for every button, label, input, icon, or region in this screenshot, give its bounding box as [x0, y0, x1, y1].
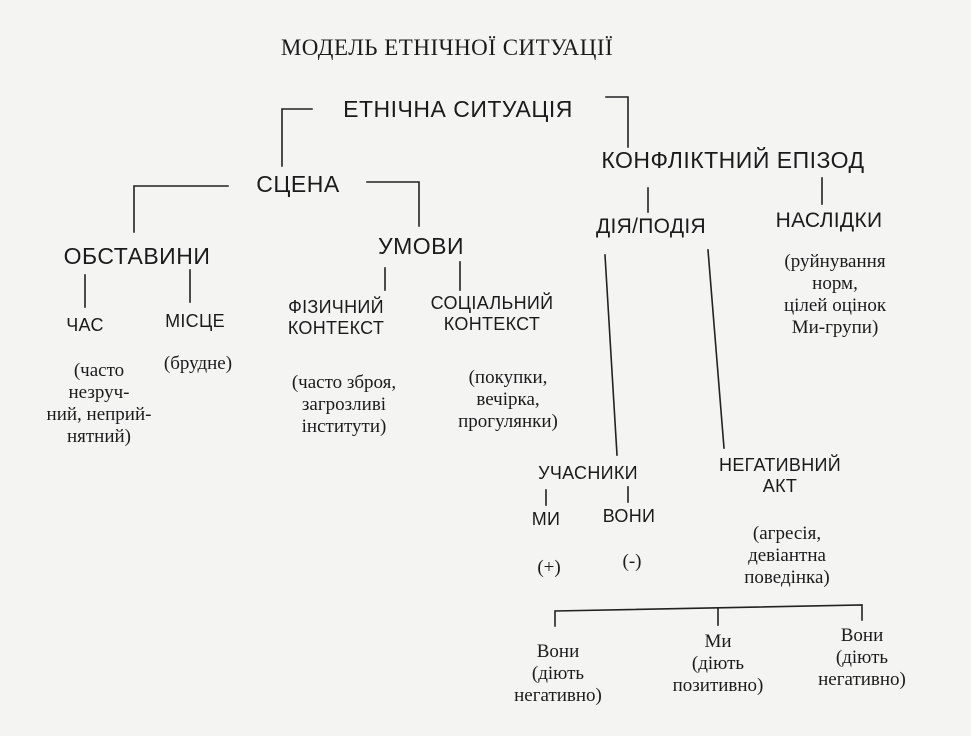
they-node: ВОНИ [602, 506, 656, 526]
connector-scene-to-circumstances [133, 185, 229, 233]
time-note-line-1: (часто [73, 360, 125, 381]
physical-context-line-2: КОНТЕКСТ [287, 317, 385, 338]
action-node: ДІЯ/ПОДІЯ [596, 215, 706, 238]
scene-node: СЦЕНА [256, 171, 340, 197]
conflict-episode-node: КОНФЛІКТНИЙ ЕПІЗОД [601, 147, 865, 173]
outcome-left-line-2: (діють [531, 662, 585, 684]
time-note-line-3: ний, неприй- [46, 403, 152, 425]
social-context-node: СОЦІАЛЬНИЙ КОНТЕКСТ [431, 293, 554, 334]
social-context-line-2: КОНТЕКСТ [443, 313, 541, 334]
social-note-line-2: вечірка, [476, 388, 540, 410]
connector-root-to-episode [605, 96, 629, 148]
place-node: МІСЦЕ [165, 311, 225, 331]
negative-act-node: НЕГАТИВНИЙ АКТ [719, 455, 841, 496]
we-sign: (+) [537, 557, 561, 578]
social-note-line-1: (покупки, [468, 367, 548, 388]
time-note-line-4: нятний) [66, 425, 132, 447]
negative-act-note-line-2: девіантна [748, 544, 826, 566]
physical-note-line-2: загрозливі [301, 393, 387, 415]
connector-outcomes-bar [554, 604, 863, 627]
social-context-note: (покупки, вечірка, прогулянки) [458, 367, 558, 433]
circumstances-node: ОБСТАВИНИ [63, 243, 211, 269]
outcome-right-line-2: (діють [835, 646, 889, 668]
conditions-node: УМОВИ [377, 233, 465, 259]
time-node: ЧАС [66, 315, 104, 335]
negative-act-note-line-3: поведінка) [744, 566, 830, 588]
connector-to-participants [604, 254, 618, 456]
outcome-left-line-3: негативно) [514, 684, 602, 706]
consequences-note-line-1: (руйнування [784, 251, 886, 272]
we-node: МИ [531, 509, 561, 529]
time-note-line-2: незруч- [68, 381, 130, 403]
place-note-line-1: (брудне) [163, 353, 233, 374]
outcome-they-negative-left: Вони (діють негативно) [514, 641, 602, 707]
they-sign: (-) [622, 551, 642, 572]
connector-to-negative-act [707, 249, 725, 449]
negative-act-note-line-1: (агресія, [752, 523, 822, 544]
outcome-right-line-1: Вони [840, 625, 884, 646]
place-note: (брудне) [164, 353, 232, 375]
physical-context-line-1: ФІЗИЧНИЙ [288, 297, 384, 317]
connector-root-to-scene [281, 108, 313, 167]
physical-context-node: ФІЗИЧНИЙ КОНТЕКСТ [288, 297, 384, 338]
outcome-middle-line-2: (діють [691, 652, 745, 674]
connector-scene-to-conditions [366, 181, 420, 227]
outcome-they-negative-right: Вони (діють негативно) [818, 625, 906, 691]
participants-node: УЧАСНИКИ [538, 463, 638, 483]
diagram-title: МОДЕЛЬ ЕТНІЧНОЇ СИТУАЦІЇ [280, 35, 614, 60]
consequences-note: (руйнування норм, цілей оцінок Ми-групи) [784, 251, 886, 338]
outcome-we-positive: Ми (діють позитивно) [673, 631, 764, 697]
outcome-left-line-1: Вони [536, 641, 580, 662]
social-note-line-3: прогулянки) [458, 410, 558, 432]
root-node: ЕТНІЧНА СИТУАЦІЯ [343, 96, 573, 122]
outcome-middle-line-3: позитивно) [672, 674, 764, 696]
negative-act-note: (агресія, девіантна поведінка) [744, 523, 830, 589]
consequences-note-line-2: норм, [812, 272, 858, 294]
negative-act-line-1: НЕГАТИВНИЙ [719, 455, 841, 475]
social-context-line-1: СОЦІАЛЬНИЙ [430, 293, 554, 313]
physical-context-note: (часто зброя, загрозливі інститути) [292, 372, 396, 438]
consequences-node: НАСЛІДКИ [775, 209, 883, 232]
physical-note-line-1: (часто зброя, [291, 372, 397, 393]
physical-note-line-3: інститути) [301, 415, 387, 437]
consequences-note-line-4: Ми-групи) [791, 316, 879, 338]
negative-act-line-2: АКТ [762, 475, 798, 496]
consequences-note-line-3: цілей оцінок [783, 294, 887, 316]
outcome-middle-line-1: Ми [704, 631, 732, 652]
outcome-right-line-3: негативно) [818, 668, 906, 690]
time-note: (часто незруч- ний, неприй- нятний) [47, 360, 152, 447]
